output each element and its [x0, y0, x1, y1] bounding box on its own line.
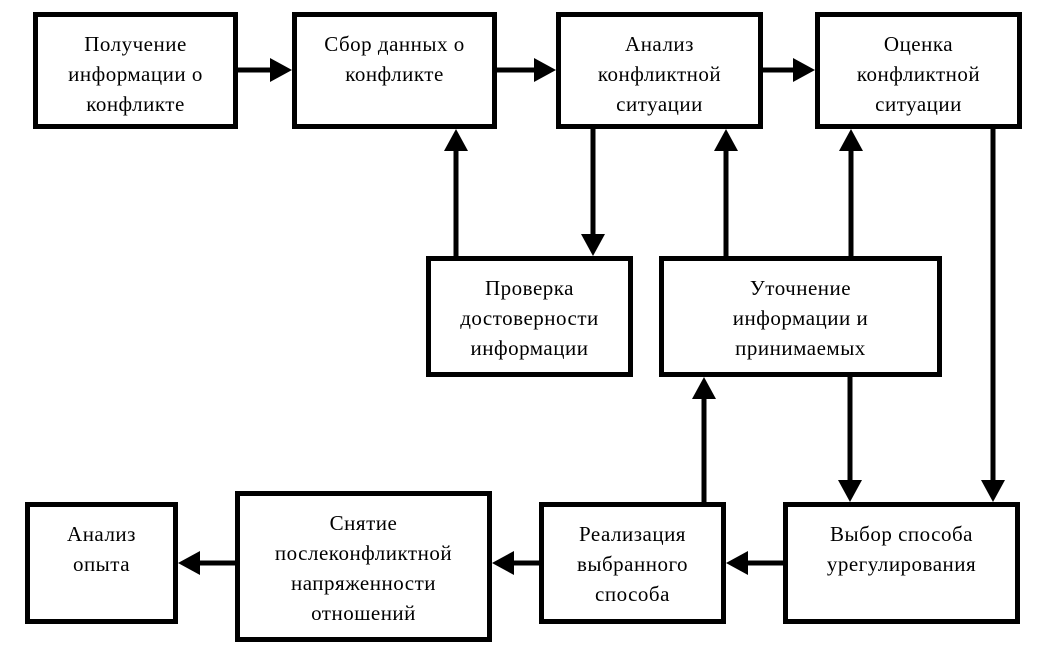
- arrowhead-icon: [270, 58, 292, 82]
- arrowhead-icon: [981, 480, 1005, 502]
- node-label-line: ситуации: [616, 92, 703, 116]
- node-label-line: напряженности: [291, 571, 436, 595]
- node-collect-data: Сбор данных о конфликте: [292, 12, 497, 129]
- node-verification: Проверка достоверности информации: [426, 256, 633, 377]
- arrowhead-icon: [726, 551, 748, 575]
- arrowhead-icon: [178, 551, 200, 575]
- node-label-line: Проверка: [485, 276, 574, 300]
- node-label-line: конфликте: [345, 62, 444, 86]
- arrowhead-icon: [838, 480, 862, 502]
- node-receive-info: Получение информации о конфликте: [33, 12, 238, 129]
- arrowhead-icon: [581, 234, 605, 256]
- node-label-line: Снятие: [329, 511, 398, 535]
- node-analysis: Анализ конфликтной ситуации: [556, 12, 763, 129]
- node-label-line: Выбор способа: [830, 522, 973, 546]
- node-implementation: Реализация выбранного способа: [539, 502, 726, 624]
- arrowhead-icon: [534, 58, 556, 82]
- node-label-line: Реализация: [579, 522, 686, 546]
- node-label-line: выбранного: [576, 552, 689, 576]
- node-label-line: Оценка: [883, 32, 954, 56]
- node-label-line: информации и: [732, 306, 869, 330]
- node-label-line: урегулирования: [826, 552, 977, 576]
- node-choose-method: Выбор способа урегулирования: [783, 502, 1020, 624]
- node-label-line: информации: [470, 336, 589, 360]
- node-label-line: отношений: [311, 601, 416, 625]
- node-label-line: Получение: [84, 32, 187, 56]
- arrowhead-icon: [839, 129, 863, 151]
- node-label-line: конфликте: [86, 92, 185, 116]
- node-tension-relief: Снятие послеконфликтной напряженности отнош…: [235, 491, 492, 642]
- node-label-line: достоверности: [460, 306, 599, 330]
- node-label-line: способа: [595, 582, 670, 606]
- node-label-line: информации о: [68, 62, 203, 86]
- arrowhead-icon: [692, 377, 716, 399]
- arrowhead-icon: [444, 129, 468, 151]
- node-label-line: Сбор данных о: [324, 32, 465, 56]
- node-label-line: конфликтной: [856, 62, 981, 86]
- node-label-line: конфликтной: [597, 62, 722, 86]
- node-label-line: ситуации: [875, 92, 962, 116]
- node-clarification: Уточнение информации и принимаемых: [659, 256, 942, 377]
- arrowhead-icon: [793, 58, 815, 82]
- node-label-line: послеконфликтной: [274, 541, 453, 565]
- arrowhead-icon: [492, 551, 514, 575]
- node-label-line: опыта: [72, 552, 131, 576]
- node-label-line: принимаемых: [735, 336, 866, 360]
- node-label-line: Уточнение: [749, 276, 852, 300]
- node-evaluation: Оценка конфликтной ситуации: [815, 12, 1022, 129]
- node-label-line: Анализ: [625, 32, 694, 56]
- arrowhead-icon: [714, 129, 738, 151]
- node-experience-analysis: Анализ опыта: [25, 502, 178, 624]
- node-label-line: Анализ: [67, 522, 136, 546]
